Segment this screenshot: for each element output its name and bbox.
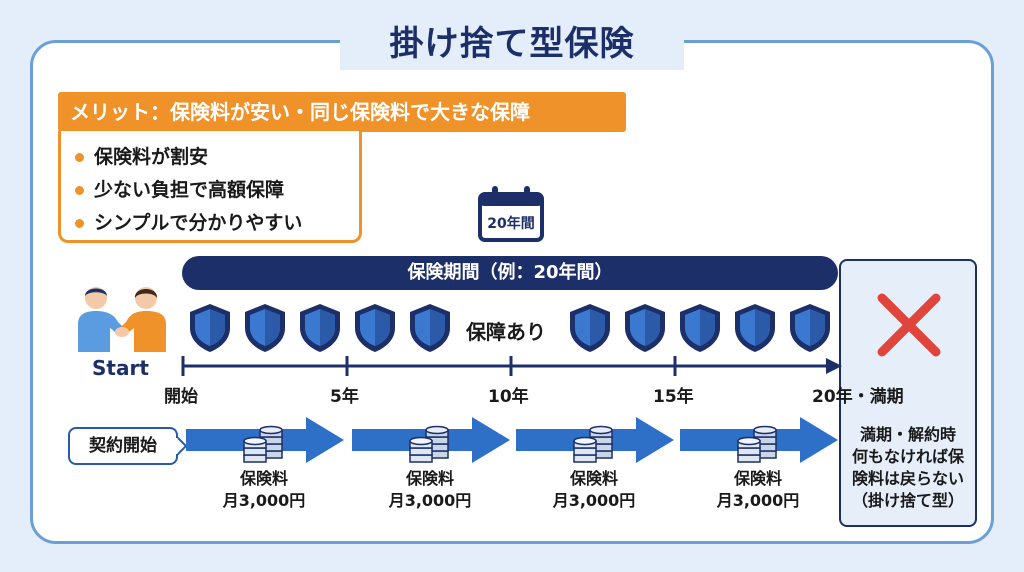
premium-label: 保険料月3,000円 [534, 468, 654, 512]
premium-label: 保険料月3,000円 [370, 468, 490, 512]
bullet-icon [75, 186, 84, 195]
end-note-line: 何もなければ保 [851, 447, 964, 466]
start-label: Start [92, 356, 149, 380]
premium-amount: 月3,000円 [552, 491, 636, 510]
merit-item: 保険料が割安 [75, 141, 359, 174]
premium-amount: 月3,000円 [388, 491, 472, 510]
coin-stack-icon [243, 425, 283, 463]
premium-amount: 月3,000円 [716, 491, 800, 510]
premium-name: 保険料 [569, 469, 618, 488]
premium-amount: 月3,000円 [222, 491, 306, 510]
coin-stack-icon [737, 425, 777, 463]
handshake-icon [78, 287, 166, 352]
end-note: 満期・解約時 何もなければ保 険料は戻らない （掛け捨て型） [842, 424, 974, 512]
merit-list: 保険料が割安 少ない負担で高額保障 シンプルで分かりやすい [58, 131, 362, 243]
premium-name: 保険料 [239, 469, 288, 488]
merit-item-text: シンプルで分かりやすい [94, 212, 303, 234]
end-box [839, 259, 977, 527]
tick-label: 開始 [164, 387, 198, 407]
merit-item: 少ない負担で高額保障 [75, 174, 359, 207]
page-title: 掛け捨て型保険 [389, 24, 635, 64]
tick-label: 10年 [488, 387, 529, 407]
end-note-line: 険料は戻らない [851, 469, 964, 488]
end-note-line: （掛け捨て型） [851, 491, 964, 510]
premium-name: 保険料 [405, 469, 454, 488]
title-wrap: 掛け捨て型保険 [340, 18, 684, 70]
coin-stack-icon [409, 425, 449, 463]
merit-heading: メリット：保険料が安い・同じ保険料で大きな保障 [58, 92, 626, 132]
premium-label: 保険料月3,000円 [204, 468, 324, 512]
tick-label: 20年・満期 [812, 387, 904, 407]
merit-item: シンプルで分かりやすい [75, 207, 359, 240]
cross-icon [877, 293, 941, 357]
merit-item-text: 保険料が割安 [94, 146, 209, 168]
calendar-label: 20年間 [487, 216, 535, 232]
callout-tip [176, 436, 188, 456]
period-bar: 保険期間（例：20年間） [182, 256, 838, 290]
coin-stack-icon [573, 425, 613, 463]
merit-item-text: 少ない負担で高額保障 [94, 179, 285, 201]
end-note-line: 満期・解約時 [859, 425, 956, 444]
calendar-icon [478, 186, 544, 242]
bullet-icon [75, 153, 84, 162]
tick-label: 5年 [330, 387, 359, 407]
tick-label: 15年 [653, 387, 694, 407]
bullet-icon [75, 219, 84, 228]
premium-label: 保険料月3,000円 [698, 468, 818, 512]
premium-name: 保険料 [733, 469, 782, 488]
contract-start-label: 契約開始 [68, 427, 178, 465]
coverage-label: 保障あり [466, 320, 546, 344]
